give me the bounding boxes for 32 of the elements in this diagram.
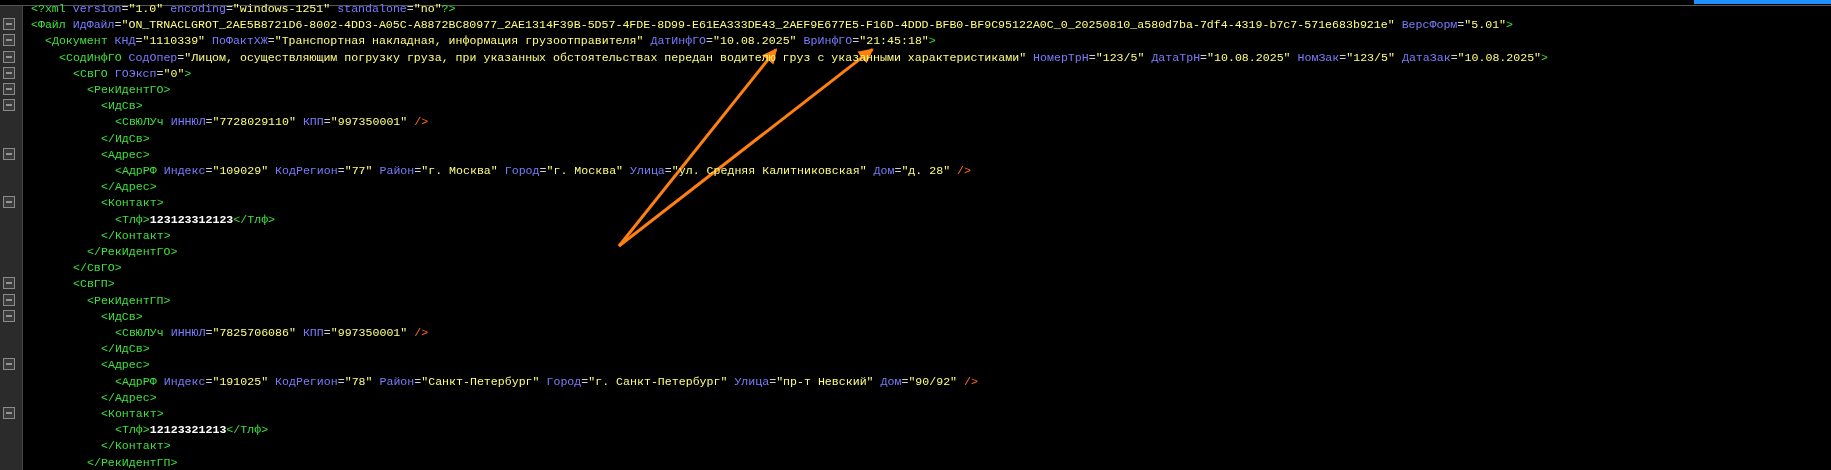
code-line: </Адрес>	[101, 389, 157, 406]
code-line: <Контакт>	[101, 195, 164, 212]
code-line: >	[928, 33, 936, 50]
code-line: <Файл ИдФайл="ON_TRNACLGROT_2AE5B8721D6-8002-4DD3-A05C-A8872BC80977_2AE1314F39B-5D57-4FDE-8D99-E61EA333DE43_2AEF9E677E5-F16D-4DDD-BFB0-BF9C95122A0C_0_20250810_a580d7ba-7df4-4319-b7c7-571e683b921e" ВерсФорм="5.01">	[31, 17, 1513, 34]
code-line: <РекИдентГП>	[87, 292, 171, 309]
code-line: <СвЮЛУч ИННЮЛ="7728029110" КПП="997350001" />	[115, 114, 429, 131]
code-line: </СвГО>	[73, 260, 122, 277]
arrow	[617, 48, 778, 247]
xml-attribute: ДатИнфГО="10.08.2025"	[650, 33, 797, 50]
code-line: </Контакт>	[101, 438, 171, 455]
code-line: </ИдСв>	[101, 130, 150, 147]
code-line: <Адрес>	[101, 357, 150, 374]
code-line: <СвГО ГОЭксп="0">	[73, 65, 192, 82]
code-line: <Контакт>	[101, 406, 164, 422]
code-line: <СвГП>	[73, 276, 115, 293]
code-line: </РекИдентГО>	[87, 244, 178, 260]
code-line: <Тлф>123123312123</Тлф>	[115, 211, 276, 228]
code-line: <ИдСв>	[101, 98, 143, 115]
code-line: </Адрес>	[101, 179, 157, 196]
arrow	[618, 48, 874, 248]
xml-attribute: ВрИнфГО="21:45:18"	[803, 33, 929, 50]
code-line: <Тлф>12123321213</Тлф>	[115, 422, 269, 439]
code-line: </Контакт>	[101, 227, 171, 244]
code-line: </РекИдентГП>	[87, 454, 178, 470]
code-line: <АдрРФ Индекс="191025" КодРегион="78" Район="Санкт-Петербург" Город="г. Санкт-Петербург" Улица="пр-т Невский" Дом="90/92" />	[115, 373, 978, 390]
code-line: <СвЮЛУч ИННЮЛ="7825706086" КПП="997350001" />	[115, 325, 429, 341]
code-line: <Документ КНД="1110339" ПоФактХЖ="Транспортная накладная, информация грузоотправителя"	[45, 33, 644, 50]
code-line: <?xml version="1.0" encoding="windows-1251" standalone="no"?>	[31, 1, 456, 17]
code-line: </ИдСв>	[101, 341, 150, 358]
code-line: <Адрес>	[101, 146, 150, 163]
code-line: <РекИдентГО>	[87, 82, 171, 98]
code-line: <ИдСв>	[101, 308, 143, 325]
